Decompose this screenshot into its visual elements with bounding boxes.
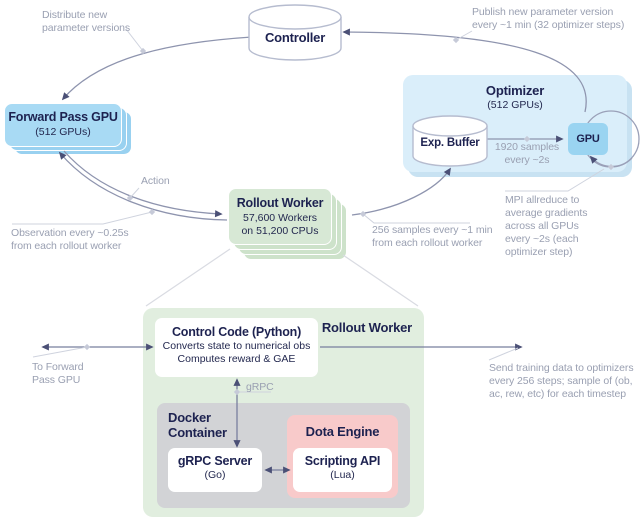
- control-code-line1: Converts state to numerical obs: [162, 340, 311, 352]
- observation-label: Observation every ~0.25s from each rollo…: [11, 227, 129, 252]
- leader-action: [129, 187, 140, 199]
- connector-dot: [139, 47, 147, 55]
- connector-dot: [83, 343, 91, 351]
- grpc-server-subtitle: (Go): [204, 469, 226, 481]
- publish-params-label: Publish new parameter version every ~1 m…: [472, 6, 625, 31]
- rollout-worker-line2: on 51,200 CPUs: [241, 225, 319, 237]
- mpi-allreduce-label: MPI allreduce to average gradients acros…: [505, 194, 588, 258]
- leader-send-training: [488, 347, 519, 361]
- exp-buffer-label: Exp. Buffer: [420, 137, 480, 149]
- detail-rollout-worker-title: Rollout Worker: [321, 320, 412, 335]
- control-code-box: Control Code (Python) Converts state to …: [155, 318, 318, 377]
- controller-label: Controller: [264, 30, 326, 45]
- rollout-worker-title: Rollout Worker: [236, 196, 324, 210]
- grpc-server-title: gRPC Server: [177, 454, 253, 468]
- to-forward-pass-label: To Forward Pass GPU: [32, 361, 84, 386]
- connector-dot: [126, 194, 134, 202]
- connector-dot: [148, 208, 156, 216]
- send-training-label: Send training data to optimizers every 2…: [489, 362, 634, 400]
- docker-container-title: Docker Container: [168, 410, 227, 440]
- grpc-link-label: gRPC: [246, 381, 274, 393]
- leader-samples256: [362, 213, 470, 224]
- gpu-box: GPU: [568, 123, 608, 155]
- leader-observation: [12, 211, 153, 225]
- control-code-title: Control Code (Python): [171, 325, 302, 339]
- rollout-worker-line1: 57,600 Workers: [243, 212, 317, 224]
- forward-pass-gpu-subtitle: (512 GPUs): [35, 126, 91, 138]
- connector-dot: [359, 210, 367, 218]
- samples256-label: 256 samples every ~1 min from each rollo…: [372, 224, 493, 249]
- control-code-line2: Computes reward & GAE: [177, 353, 296, 365]
- scripting-api-title: Scripting API: [304, 454, 381, 468]
- distribute-params-label: Distribute new parameter versions: [42, 9, 131, 34]
- scripting-api-subtitle: (Lua): [330, 469, 355, 481]
- grpc-server-box: gRPC Server (Go): [168, 448, 262, 492]
- arrow-distribute-params: [61, 36, 253, 101]
- optimizer-title: Optimizer: [485, 83, 545, 98]
- leader-to-forward: [32, 346, 88, 358]
- optimizer-subtitle: (512 GPUs): [487, 99, 543, 111]
- controller-cylinder-top: [248, 4, 342, 30]
- leader-publish: [455, 30, 473, 41]
- forward-pass-gpu-title: Forward Pass GPU: [8, 110, 118, 124]
- gpu-label: GPU: [576, 133, 600, 145]
- connector-dot: [452, 36, 460, 44]
- scripting-api-box: Scripting API (Lua): [293, 448, 392, 492]
- action-label: Action: [141, 175, 170, 187]
- zoom-fan-line-right: [342, 254, 419, 307]
- rollout-worker-box: [228, 188, 332, 245]
- samples1920-label: 1920 samples every ~2s: [494, 141, 560, 166]
- forward-pass-gpu-box: [4, 103, 122, 147]
- zoom-fan-line-left: [145, 248, 231, 307]
- dota-engine-title: Dota Engine: [305, 424, 380, 439]
